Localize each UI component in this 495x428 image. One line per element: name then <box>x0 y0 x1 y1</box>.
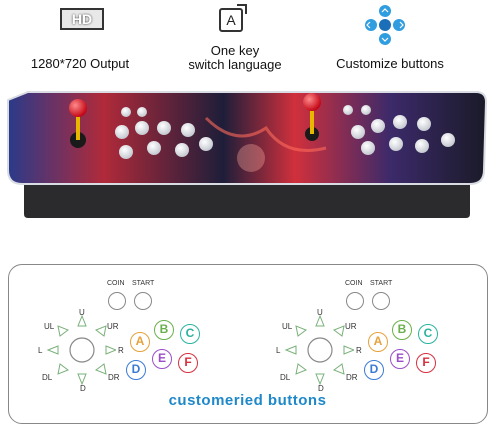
button-layout-panel <box>8 264 488 424</box>
dir-up-right-label: UR <box>345 322 357 331</box>
button-e: E <box>390 349 410 369</box>
dir-down-left-label: DL <box>280 373 291 382</box>
layout-title: customeried buttons <box>168 392 327 409</box>
dir-down-left-label: DL <box>42 373 53 382</box>
button-b: B <box>392 320 412 340</box>
button-d: D <box>364 360 384 380</box>
feature-hd-output: 1280*720 Output <box>0 6 160 76</box>
hd-icon: HD <box>60 8 104 30</box>
dir-left-label: L <box>38 346 43 355</box>
dir-up-left-label: UL <box>282 322 293 331</box>
joystick-diagram-left <box>46 314 116 386</box>
feature-caption: Customize buttons <box>336 56 444 71</box>
button-a: A <box>130 332 150 352</box>
coin-label: COIN <box>345 280 363 287</box>
dir-down-label: D <box>80 384 86 393</box>
button-d: D <box>126 360 146 380</box>
feature-caption-line2: switch language <box>188 57 282 72</box>
feature-caption-line1: One key <box>210 43 260 58</box>
button-e: E <box>152 349 172 369</box>
dir-right-label: R <box>118 346 124 355</box>
dir-down-label: D <box>318 384 324 393</box>
coin-label: COIN <box>107 280 125 287</box>
dir-right-label: R <box>356 346 362 355</box>
feature-caption: 1280*720 Output <box>30 56 130 71</box>
dir-up-right-label: UR <box>107 322 119 331</box>
language-switch-icon: A <box>219 4 247 32</box>
customize-buttons-icon <box>365 5 405 45</box>
start-button <box>372 292 390 310</box>
start-label: START <box>370 280 393 287</box>
button-c: C <box>418 324 438 344</box>
start-button <box>134 292 152 310</box>
dir-up-left-label: UL <box>44 322 55 331</box>
coin-button <box>346 292 364 310</box>
dir-down-right-label: DR <box>108 373 120 382</box>
button-a: A <box>368 332 388 352</box>
button-f: F <box>178 353 198 373</box>
dir-up-label: U <box>317 308 323 317</box>
arcade-console-image <box>7 91 488 218</box>
coin-button <box>108 292 126 310</box>
dir-down-right-label: DR <box>346 373 358 382</box>
start-label: START <box>132 280 155 287</box>
dir-up-label: U <box>79 308 85 317</box>
joystick-diagram-right <box>284 314 354 386</box>
dir-left-label: L <box>276 346 281 355</box>
button-c: C <box>180 324 200 344</box>
feature-customize: Customize buttons <box>310 6 470 76</box>
feature-language: One key switch language <box>155 6 315 76</box>
button-f: F <box>416 353 436 373</box>
button-b: B <box>154 320 174 340</box>
